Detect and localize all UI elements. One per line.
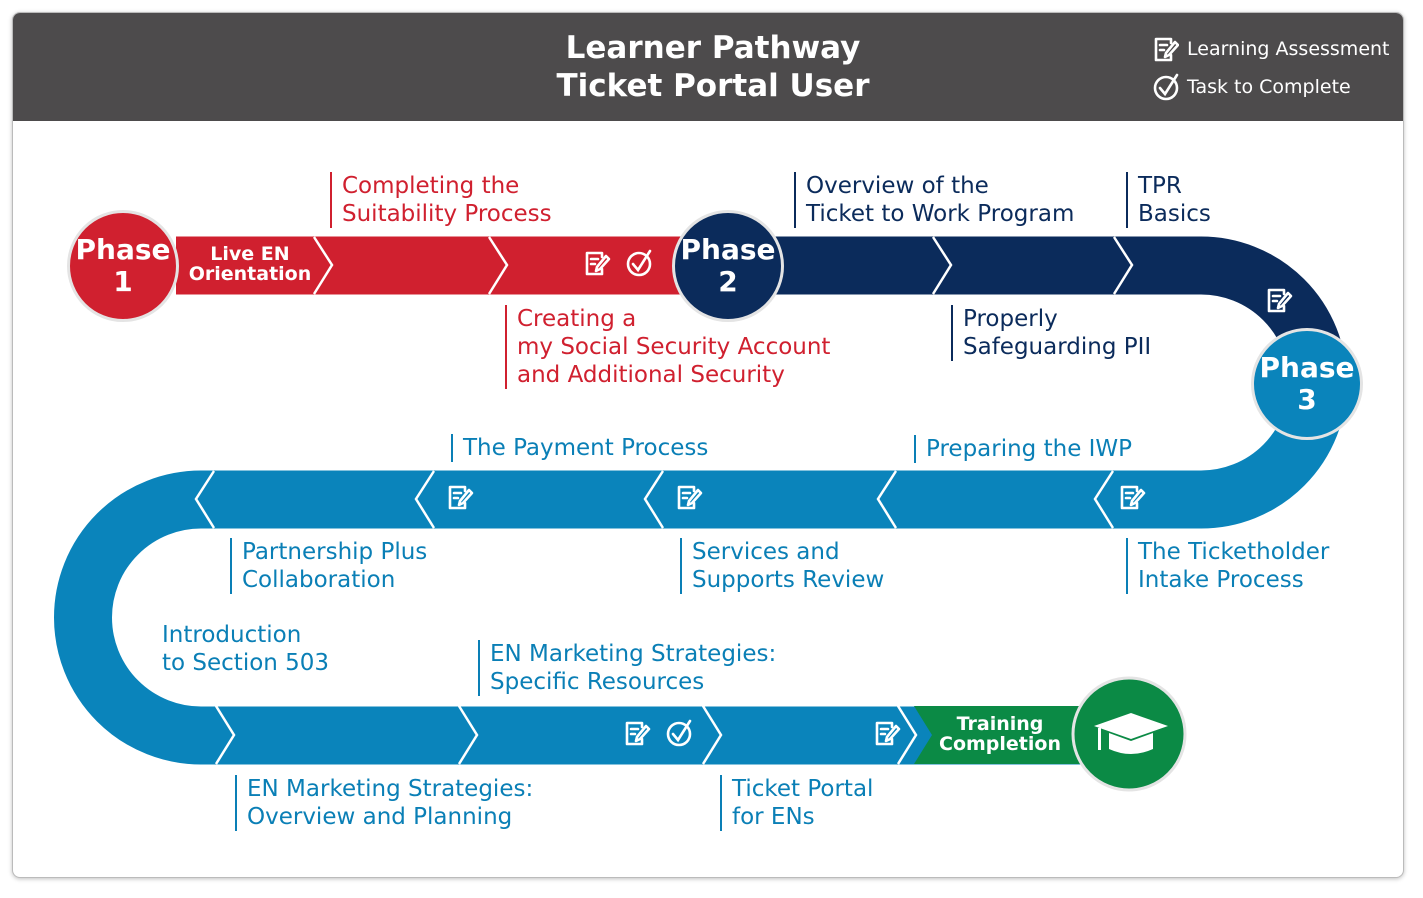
step-preparing-iwp: Preparing the IWP	[914, 435, 1132, 463]
graduation-cap-icon	[1094, 713, 1168, 754]
label-line: Ticket Portal	[732, 776, 874, 802]
label-line: Learning Assessment	[1187, 38, 1390, 60]
label-line: Live EN	[210, 243, 290, 265]
label-line: The Payment Process	[463, 435, 709, 461]
label-line: Safeguarding PII	[963, 334, 1152, 360]
label-line: EN Marketing Strategies:	[247, 776, 534, 802]
label-line: Specific Resources	[490, 669, 705, 695]
step-payment-process: The Payment Process	[451, 434, 708, 462]
step-marketing-specific: EN Marketing Strategies:Specific Resourc…	[478, 640, 776, 696]
label-line: Phase	[680, 233, 776, 266]
label-line: Learner Pathway	[565, 30, 861, 66]
label-line: Creating a	[517, 306, 637, 332]
label-line: 2	[718, 265, 738, 298]
label-line: Phase	[75, 233, 171, 266]
label-line: my Social Security Account	[517, 334, 831, 360]
label-line: Phase	[1259, 351, 1355, 384]
label-line: for ENs	[732, 804, 815, 830]
label-line: Completing the	[342, 173, 520, 199]
label-line: Properly	[963, 306, 1058, 332]
step-marketing-planning: EN Marketing Strategies:Overview and Pla…	[235, 775, 533, 831]
label-line: Overview of the	[806, 173, 989, 199]
track-green	[914, 706, 1091, 764]
track-blue	[54, 470, 1201, 765]
label-line: EN Marketing Strategies:	[490, 641, 777, 667]
label-line: Task to Complete	[1187, 76, 1351, 98]
label-line: Training	[956, 713, 1044, 735]
label-line: 3	[1297, 383, 1317, 416]
legend-learning-assessment: Learning Assessment	[1153, 35, 1390, 63]
label-line: Preparing the IWP	[926, 436, 1133, 462]
label-line: Ticket Portal User	[556, 68, 870, 104]
label-line: Partnership Plus	[242, 539, 428, 565]
label-line: to Section 503	[162, 650, 330, 676]
label-line: Basics	[1138, 201, 1211, 227]
label-line: Supports Review	[692, 567, 885, 593]
label-line: The Ticketholder	[1138, 539, 1330, 565]
legend-task-to-complete: Task to Complete	[1153, 73, 1351, 101]
chevron-separators	[123, 236, 1134, 765]
label-line: Ticket to Work Program	[806, 201, 1075, 227]
label-line: Orientation	[188, 263, 312, 285]
label-line: Completion	[939, 733, 1061, 755]
label-line: Intake Process	[1138, 567, 1304, 593]
label-line: Introduction	[162, 622, 302, 648]
label-line: Overview and Planning	[247, 804, 513, 830]
label-line: Suitability Process	[342, 201, 552, 227]
label-line: Services and	[692, 539, 840, 565]
label-line: TPR	[1138, 173, 1182, 199]
label-line: Collaboration	[242, 567, 396, 593]
label-line: 1	[113, 265, 133, 298]
label-line: and Additional Security	[517, 362, 785, 388]
